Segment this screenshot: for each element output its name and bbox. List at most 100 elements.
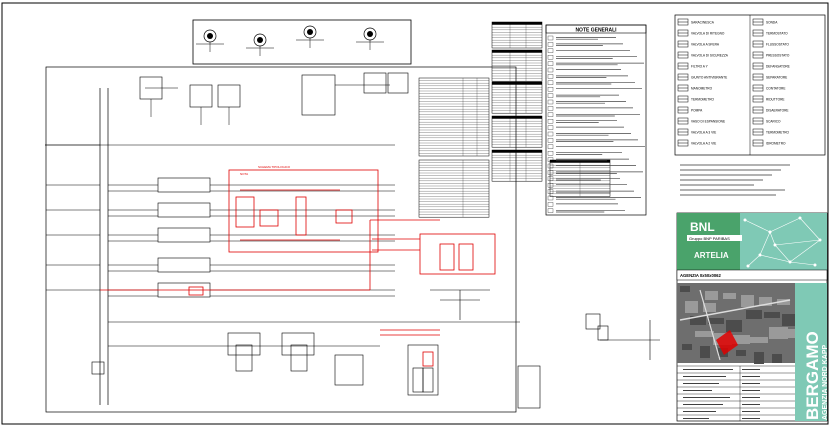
legend-symbol-icon: [752, 139, 764, 147]
legend-item: TERMOMETRO: [752, 128, 790, 136]
legend-item: SONDA: [752, 18, 778, 26]
legend-label: SARACINESCA: [691, 21, 715, 25]
notes-title: NOTE GENERALI: [575, 28, 617, 34]
legend-item: SEPARATORE: [752, 73, 787, 81]
legend-item: VALVOLA DI RITEGNO: [677, 29, 725, 37]
legend-label: SEPARATORE: [766, 76, 787, 80]
equipment-unit: [189, 84, 213, 125]
branch-line: [46, 257, 395, 273]
branch-line: [46, 227, 395, 243]
legend-symbol-icon: [677, 84, 689, 92]
legend-item: TERMOMETRO: [677, 95, 715, 103]
legend-item: IDROMETRO: [752, 139, 786, 147]
data-table: [418, 77, 490, 157]
legend-label: VALVOLA A 3 VIE: [691, 131, 716, 135]
legend-item: TERMOSTATO: [752, 29, 788, 37]
mid-right-equipment: [301, 72, 660, 360]
city-name: BERGAMO: [803, 331, 822, 420]
legend-label: TERMOMETRO: [691, 98, 715, 102]
legend-label: SONDA: [766, 21, 778, 25]
title-block: BNL Gruppo BNP PARIBAS ARTELIA AGENZIA 0…: [676, 212, 829, 422]
legend-label: FILTRO A Y: [691, 65, 709, 69]
bnl-logo: BNL Gruppo BNP PARIBAS ARTELIA: [687, 220, 742, 260]
legend-symbol-icon: [752, 40, 764, 48]
legend-item: CONTATORE: [752, 84, 785, 92]
detail-box: [192, 19, 412, 65]
agency-line: AGENZIA 0x50x0062: [680, 273, 721, 278]
legend-label: VALVOLA A SFERA: [691, 43, 720, 47]
legend-item: GIUNTO ANTIVIBRANTE: [677, 73, 727, 81]
main-schematic: [45, 66, 517, 413]
agency-name: AGENZIA NORD KAPP: [822, 344, 829, 420]
detail-symbol: [196, 29, 224, 52]
red-detail: [100, 169, 496, 367]
legend-symbol-icon: [677, 18, 689, 26]
legend-label: POMPA: [691, 109, 703, 113]
detail-symbol: [356, 27, 384, 50]
client-group: Gruppo BNP PARIBAS: [689, 236, 730, 241]
legend-symbol-icon: [677, 95, 689, 103]
branch-line: [46, 177, 395, 193]
branch-lines: [46, 177, 395, 298]
legend-symbol-icon: [677, 62, 689, 70]
legend-item: POMPA: [677, 106, 703, 114]
data-table: [491, 49, 543, 82]
legend-label: FLUSSOSTATO: [766, 43, 789, 47]
legend-symbol-icon: [677, 128, 689, 136]
detail-symbol: [296, 25, 324, 48]
legend-label: DISAERATORE: [766, 109, 789, 113]
legend-item: FILTRO A Y: [677, 62, 709, 70]
legend-item: PRESSOSTATO: [752, 51, 790, 59]
legend-symbol-icon: [752, 62, 764, 70]
legend-label: CONTATORE: [766, 87, 785, 91]
legend-label: DEFANGATORE: [766, 65, 790, 69]
data-table: [418, 159, 490, 218]
legend-item: DISAERATORE: [752, 106, 789, 114]
legend-block: SARACINESCA VALVOLA DI RITEGNO VALVOLA A S…: [674, 14, 826, 156]
legend-item: RIDUTTORE: [752, 95, 785, 103]
red-labels: SCHEMA TIPOLOGICO NOTA: [240, 165, 291, 176]
legend-notes: [680, 164, 790, 196]
equipment-boxes: [100, 76, 395, 146]
legend-item: VALVOLA A 3 VIE: [677, 128, 716, 136]
svg-text:SCHEMA TIPOLOGICO: SCHEMA TIPOLOGICO: [258, 165, 291, 169]
detail-symbol: [246, 33, 274, 56]
legend-symbol-icon: [752, 106, 764, 114]
data-tables: [418, 21, 611, 218]
legend-label: TERMOSTATO: [766, 32, 788, 36]
svg-text:NOTA: NOTA: [240, 172, 248, 176]
legend-item: VALVOLA DI SICUREZZA: [677, 51, 729, 59]
legend-symbol-icon: [677, 51, 689, 59]
legend-label: RIDUTTORE: [766, 98, 785, 102]
legend-label: MANOMETRO: [691, 87, 713, 91]
data-table: [491, 115, 543, 148]
equipment-unit: [139, 76, 163, 117]
legend-symbol-icon: [677, 139, 689, 147]
legend-item: VALVOLA A 2 VIE: [677, 139, 716, 147]
bottom-distribution: [91, 289, 541, 409]
equipment-unit: [217, 84, 241, 125]
legend-symbol-icon: [752, 29, 764, 37]
legend-label: TERMOMETRO: [766, 131, 790, 135]
legend-symbol-icon: [752, 18, 764, 26]
legend-label: VALVOLA DI SICUREZZA: [691, 54, 729, 58]
legend-symbol-icon: [677, 40, 689, 48]
legend-item: SCARICO: [752, 117, 781, 125]
legend-item: VASO DI ESPANSIONE: [677, 117, 725, 125]
legend-label: SCARICO: [766, 120, 781, 124]
branch-line: [46, 202, 395, 218]
legend-label: VASO DI ESPANSIONE: [691, 120, 725, 124]
legend-symbol-icon: [752, 73, 764, 81]
legend-label: VALVOLA DI RITEGNO: [691, 32, 725, 36]
data-table: [491, 21, 543, 49]
legend-symbol-icon: [752, 117, 764, 125]
client-brand: BNL: [690, 220, 715, 234]
legend-label: VALVOLA A 2 VIE: [691, 142, 716, 146]
legend-symbol-icon: [677, 73, 689, 81]
legend-item: SARACINESCA: [677, 18, 715, 26]
legend-label: GIUNTO ANTIVIBRANTE: [691, 76, 727, 80]
legend-symbol-icon: [752, 95, 764, 103]
legend-symbol-icon: [677, 106, 689, 114]
